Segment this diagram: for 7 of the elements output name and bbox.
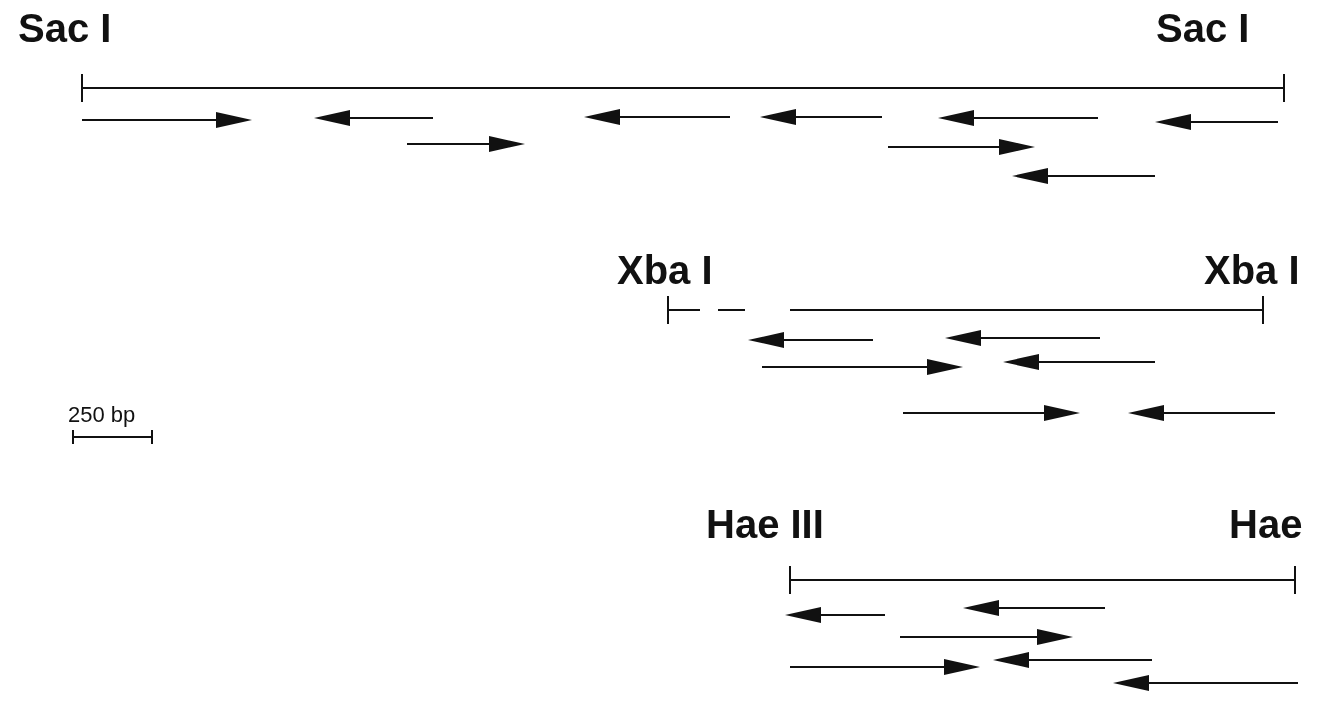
restriction-site-label: Xba I [1204,250,1300,290]
restriction-site-label: Xba I [617,250,713,290]
scale-label: 250 bp [68,404,136,426]
restriction-site-label: Sac I [18,8,112,48]
restriction-site-label: Hae III [706,504,824,544]
restriction-site-label: Hae [1229,504,1303,544]
restriction-site-label: Sac I [1156,8,1250,48]
